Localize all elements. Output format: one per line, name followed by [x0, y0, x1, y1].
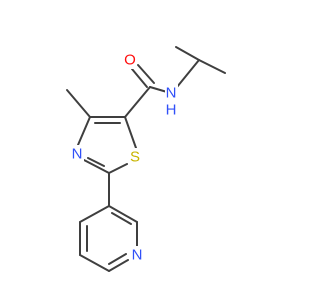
oxygen-atom-label: O	[124, 52, 136, 69]
thiazole-nitrogen-atom: N	[71, 145, 84, 163]
bond-layer	[66, 46, 226, 272]
bond-pyridine-3	[108, 259, 129, 272]
bond-pyridine-6	[79, 205, 110, 223]
bond-pyridine-4	[79, 254, 110, 272]
bond-pyridine-inner-a	[111, 212, 132, 225]
amide-hydrogen-label: H	[166, 102, 177, 119]
bond-isopropyl-to-nitrogen	[176, 59, 200, 88]
oxygen-atom: O	[123, 51, 137, 69]
sulfur-atom: S	[129, 148, 142, 166]
bond-sulfur-c2	[108, 163, 128, 174]
bond-isopropyl-methyl-left	[175, 46, 200, 61]
bond-pyridine-inner-b	[108, 253, 127, 265]
bond-nitrogen-to-carbonyl	[149, 86, 168, 93]
bond-c2-n3-inner	[87, 157, 105, 167]
bond-pyridine-1	[108, 205, 138, 223]
bond-carbonyl-double-1	[131, 68, 148, 88]
sulfur-label: S	[130, 149, 140, 166]
bond-c5-sulfur	[124, 116, 137, 149]
bond-n3-c4	[77, 116, 91, 146]
atom-layer: O N H N S N	[71, 51, 178, 264]
pyridine-nitrogen-label: N	[132, 247, 143, 264]
bond-c2-n3	[83, 159, 110, 174]
molecule-structure: O N H N S N	[66, 46, 226, 272]
bond-c4-methyl	[66, 89, 91, 118]
bond-carbonyl-double-2	[137, 64, 155, 84]
pyridine-nitrogen-atom: N	[131, 246, 144, 264]
bond-isopropyl-methyl-right	[198, 59, 226, 74]
bond-carbonyl-to-ring	[124, 86, 151, 118]
amide-nitrogen-atom: N H	[165, 84, 178, 119]
amide-nitrogen-label: N	[166, 85, 177, 102]
thiazole-nitrogen-label: N	[72, 146, 83, 163]
